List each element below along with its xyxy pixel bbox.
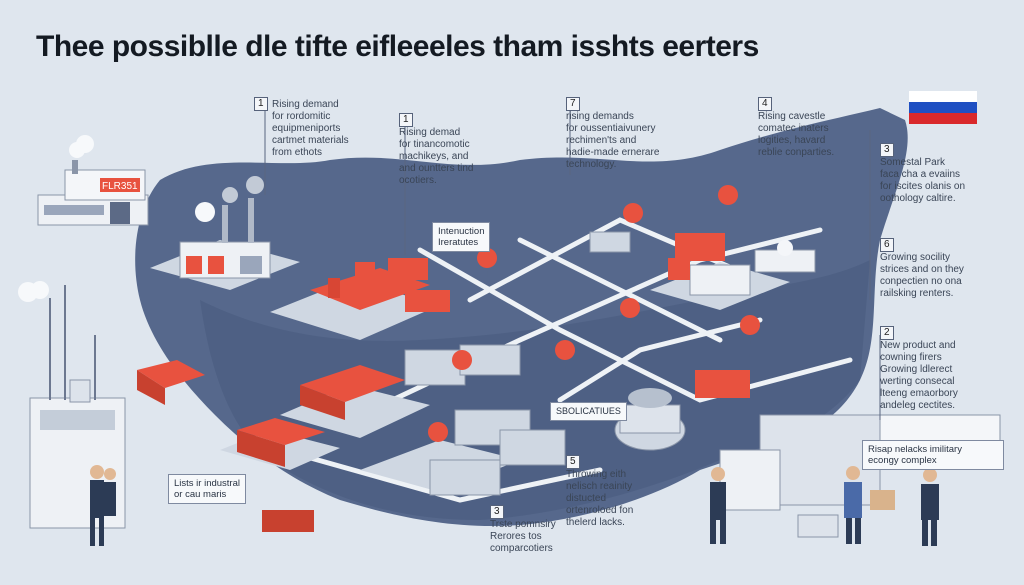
map-pins xyxy=(428,184,761,464)
map-shadow xyxy=(200,260,870,520)
red-blocks xyxy=(137,360,405,467)
page-title: Thee possiblle dle tifte eifleeeles tham… xyxy=(36,30,759,63)
red-container xyxy=(262,510,314,532)
map-pin-marker xyxy=(555,339,576,382)
intro-label: Intenuction Ireratutes xyxy=(432,222,491,252)
red-plant xyxy=(310,258,450,312)
warehouse-right xyxy=(719,414,1001,538)
map-pin-marker xyxy=(452,349,473,392)
map-pin-marker xyxy=(623,203,644,245)
people xyxy=(90,465,939,546)
map-pin-marker xyxy=(620,298,641,340)
grey-plants xyxy=(404,231,631,496)
lists-label: Lists ir industral or cau maris xyxy=(168,474,246,504)
russian-flag xyxy=(909,91,977,124)
military-label: Risap nelacks imilitary econgy complex xyxy=(862,440,1004,470)
map-pin-marker xyxy=(428,422,449,464)
factory-chimneys xyxy=(179,176,271,279)
map-pin-marker xyxy=(740,314,761,357)
factory-left: FLR351 xyxy=(37,135,149,226)
map-pin-marker xyxy=(477,248,498,290)
dome-complex xyxy=(614,388,686,451)
map-pin-marker xyxy=(718,184,739,227)
factory-sign: FLR351 xyxy=(102,181,138,192)
stoli-label: SBOLICATIUES xyxy=(550,402,627,421)
factory-right xyxy=(668,233,816,398)
